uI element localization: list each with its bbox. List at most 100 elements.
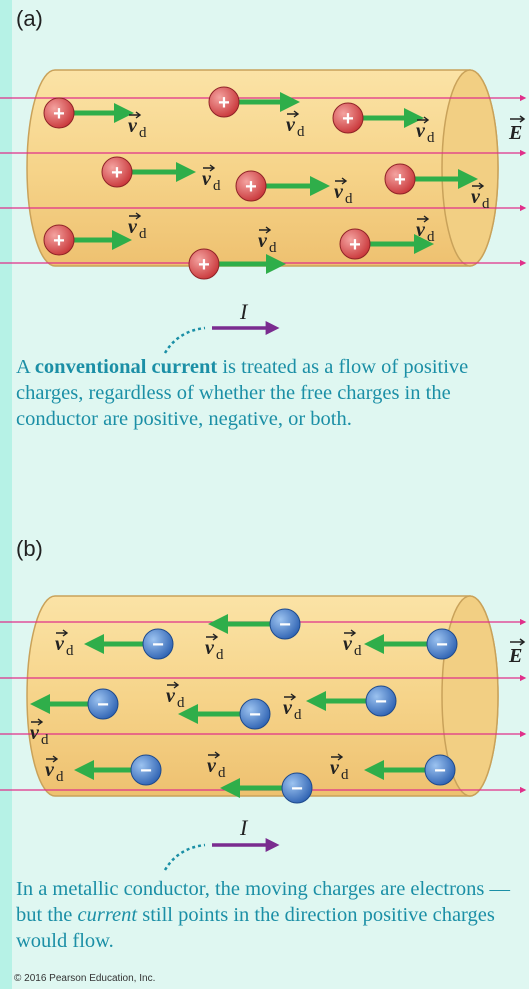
drift-velocity-subscript: d (427, 229, 435, 245)
drift-velocity-subscript: d (354, 643, 362, 659)
svg-text:−: − (291, 778, 303, 800)
caption-emphasis: conventional current (34, 356, 218, 378)
vector-arrow-icon (129, 212, 142, 220)
drift-velocity-subscript: d (66, 643, 74, 659)
vector-arrow-icon (56, 629, 69, 637)
drift-velocity-symbol: v (202, 168, 212, 190)
vector-arrow-icon (284, 693, 297, 701)
svg-text:+: + (53, 230, 65, 252)
positive-charge-icon: + (101, 156, 133, 188)
vector-arrow-icon (208, 751, 221, 759)
panel-a-caption: A conventional current is treated as a f… (16, 356, 469, 430)
drift-velocity-subscript: d (41, 732, 49, 748)
drift-velocity-subscript: d (294, 707, 302, 723)
drift-velocity-symbol: v (416, 219, 426, 241)
panel-b-label: (b) (16, 536, 43, 561)
drift-velocity-symbol: v (343, 633, 353, 655)
vector-arrow-icon (167, 681, 180, 689)
drift-velocity-subscript: d (139, 125, 147, 141)
drift-velocity-subscript: d (482, 196, 490, 212)
drift-velocity-symbol: v (45, 759, 55, 781)
drift-velocity-symbol: v (55, 633, 65, 655)
positive-charge-icon: + (208, 86, 240, 118)
drift-velocity-subscript: d (213, 178, 221, 194)
negative-charge-icon: − (424, 754, 456, 786)
positive-charge-icon: + (384, 163, 416, 195)
vector-arrow-icon (472, 182, 485, 190)
vector-arrow-icon (335, 177, 348, 185)
drift-velocity-subscript: d (345, 191, 353, 207)
vector-arrow-icon (259, 226, 272, 234)
drift-velocity-symbol: v (207, 755, 217, 777)
drift-velocity-symbol: v (416, 120, 426, 142)
left-stripe (0, 0, 12, 989)
vector-arrow-icon (417, 116, 430, 124)
svg-text:+: + (245, 176, 257, 198)
drift-velocity-subscript: d (427, 130, 435, 146)
drift-velocity-subscript: d (216, 647, 224, 663)
negative-charge-icon: − (281, 772, 313, 804)
vector-arrow-icon (129, 111, 142, 119)
positive-charge-icon: + (339, 228, 371, 260)
svg-text:−: − (249, 704, 261, 726)
drift-velocity-subscript: d (218, 765, 226, 781)
drift-velocity-symbol: v (166, 685, 176, 707)
negative-charge-icon: − (239, 698, 271, 730)
vector-arrow-icon (206, 633, 219, 641)
positive-charge-icon: + (43, 224, 75, 256)
vector-arrow-icon (331, 753, 344, 761)
svg-text:+: + (111, 162, 123, 184)
negative-charge-icon: − (365, 685, 397, 717)
panel-b-caption: In a metallic conductor, the moving char… (16, 878, 511, 952)
copyright-notice: © 2016 Pearson Education, Inc. (14, 973, 156, 984)
positive-charge-icon: + (188, 248, 220, 280)
field-label: E (508, 645, 522, 667)
positive-charge-icon: + (43, 97, 75, 129)
negative-charge-icon: − (426, 628, 458, 660)
positive-charge-icon: + (332, 102, 364, 134)
svg-text:−: − (375, 691, 387, 713)
drift-velocity-symbol: v (330, 757, 340, 779)
drift-velocity-subscript: d (341, 767, 349, 783)
drift-velocity-subscript: d (297, 124, 305, 140)
vector-arrow-icon (344, 629, 357, 637)
current-label: I (239, 815, 249, 840)
positive-charge-icon: + (235, 170, 267, 202)
svg-text:−: − (279, 614, 291, 636)
drift-velocity-subscript: d (139, 226, 147, 242)
drift-velocity-subscript: d (177, 695, 185, 711)
svg-text:+: + (218, 92, 230, 114)
drift-velocity-symbol: v (283, 697, 293, 719)
drift-velocity-symbol: v (128, 216, 138, 238)
negative-charge-icon: − (269, 608, 301, 640)
svg-text:+: + (349, 234, 361, 256)
svg-text:−: − (97, 694, 109, 716)
svg-text:+: + (198, 254, 210, 276)
drift-velocity-subscript: d (56, 769, 64, 785)
vector-arrow-icon (31, 718, 44, 726)
svg-text:−: − (434, 760, 446, 782)
svg-text:−: − (436, 634, 448, 656)
drift-velocity-symbol: v (30, 722, 40, 744)
drift-velocity-symbol: v (286, 114, 296, 136)
vector-arrow-icon (287, 110, 300, 118)
current-arrow: I (163, 299, 280, 354)
drift-velocity-symbol: v (334, 181, 344, 203)
drift-velocity-subscript: d (269, 240, 277, 256)
